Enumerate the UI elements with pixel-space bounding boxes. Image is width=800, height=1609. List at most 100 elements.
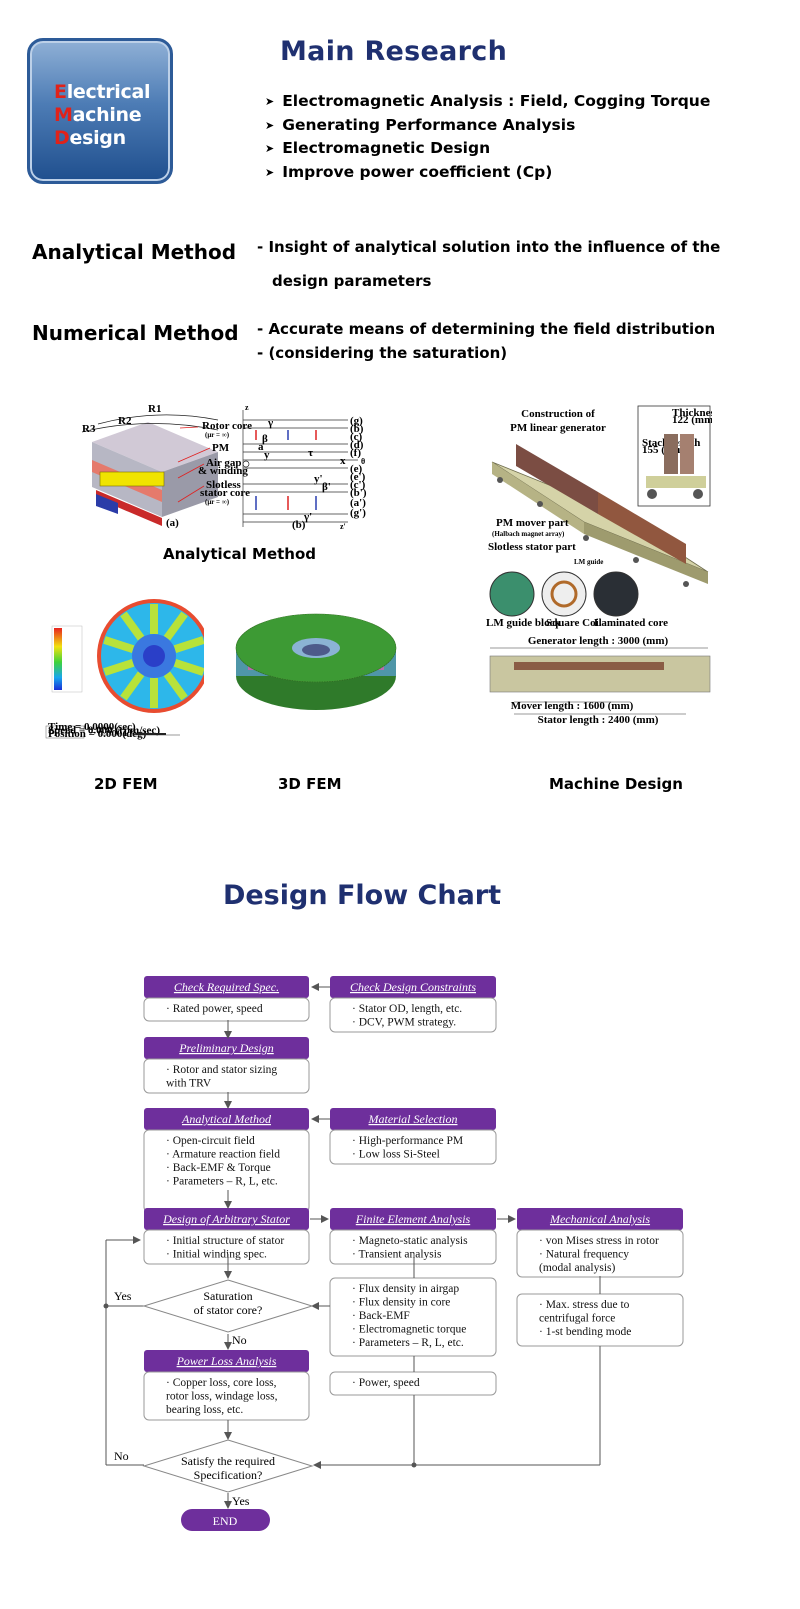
label-air-gap: Air gap (206, 457, 242, 469)
label-winding: & winding (198, 465, 248, 477)
flow-step-line: · Flux density in airgap (352, 1283, 459, 1295)
axis-symbol: γ (267, 417, 273, 429)
flow-step-line: · DCV, PWM strategy. (352, 1017, 456, 1029)
edge-label-no: No (232, 1333, 247, 1347)
flow-step-line: centrifugal force (539, 1313, 615, 1325)
research-bullet: Improve power coefficient (Cp) (265, 161, 710, 185)
flow-step-line: (modal analysis) (539, 1262, 615, 1274)
layer-label: (g) (350, 415, 363, 427)
detail-label: Square Coil (546, 617, 602, 629)
analytical-method-label: Analytical Method (32, 240, 237, 264)
flow-step-title: Check Design Constraints (350, 980, 476, 994)
flow-step-line: · Parameters – R, L, etc. (166, 1176, 278, 1188)
layer-label: (a') (350, 497, 366, 509)
flow-step-line: bearing loss, etc. (166, 1404, 243, 1416)
flow-step-line: · Copper loss, core loss, (166, 1377, 277, 1389)
dim-generator-length: Generator length : 3000 (mm) (528, 635, 669, 647)
flow-step-header (144, 1208, 309, 1230)
fem-info: Speed = 0.000 (rpm/sec) (48, 725, 160, 737)
research-bullet: Electromagnetic Analysis : Field, Coggin… (265, 90, 710, 114)
flow-step-header (330, 1208, 496, 1230)
flow-step-line: · Open-circuit field (166, 1135, 255, 1147)
caption-analytical-method: Analytical Method (163, 545, 317, 563)
research-bullet-list: Electromagnetic Analysis : Field, Coggin… (265, 90, 710, 184)
flow-step-line: · Flux density in core (352, 1297, 450, 1309)
flow-step-line: · Stator OD, length, etc. (352, 1003, 462, 1015)
fem-info: Time = 0.0000(sec) (48, 721, 136, 733)
flow-step-line: · Back-EMF (352, 1310, 410, 1322)
flow-step-body (143, 1229, 310, 1265)
numerical-method-desc-2: - (considering the saturation) (257, 344, 508, 362)
panel-label-a: (a) (166, 517, 179, 529)
part-label: (Halbach magnet array) (492, 530, 565, 538)
detail-label: LM guide block (486, 617, 561, 629)
axis-symbol: a (258, 441, 264, 453)
label-rotor-core: Rotor core (202, 420, 252, 432)
caption-machine-design: Machine Design (549, 775, 683, 793)
axis-symbol: γ' (303, 511, 312, 523)
machine-design-figure: Construction of PM linear generator Thic… (486, 405, 712, 726)
layer-label: (f) (350, 447, 361, 459)
logo-line-design: Design (54, 127, 126, 149)
flow-step-body (329, 1229, 497, 1265)
flow-step-title: Analytical Method (181, 1112, 272, 1126)
inset-label: Thickness (672, 407, 712, 419)
layer-label: (e') (350, 471, 366, 483)
flow-step-line: · Initial winding spec. (166, 1249, 267, 1261)
flow-step-body (143, 997, 310, 1022)
caption-2d-fem: 2D FEM (94, 775, 158, 793)
flow-step-line: · Initial structure of stator (166, 1235, 284, 1247)
flow-step-body (143, 1058, 310, 1094)
flow-step-line: · Electromagnetic torque (352, 1324, 466, 1336)
flow-step-line: · 1-st bending mode (539, 1326, 631, 1338)
flow-step-line: · Max. stress due to (539, 1299, 630, 1311)
flow-step-line: · Parameters – R, L, etc. (352, 1337, 464, 1349)
numerical-method-desc-1: - Accurate means of determining the fiel… (257, 320, 716, 338)
decision-spec (142, 1439, 314, 1493)
layer-label: (d) (350, 439, 364, 451)
label-stator-core: stator core (200, 487, 250, 499)
flow-step-body (329, 1129, 497, 1165)
part-label: Slotless stator part (488, 541, 576, 553)
flow-step-header (517, 1208, 683, 1230)
label-rotor-core-mu: (μr = ∞) (205, 431, 230, 439)
edge-label-no: No (114, 1449, 129, 1463)
label-slotless: Slotless (206, 479, 242, 491)
research-bullet: Generating Performance Analysis (265, 114, 710, 138)
main-research-title: Main Research (280, 36, 508, 67)
axis-symbol: x (340, 455, 346, 467)
research-bullet: Electromagnetic Design (265, 137, 710, 161)
axis-symbol: θ (361, 457, 365, 466)
flow-step-line: · Low loss Si-Steel (352, 1149, 440, 1161)
decision-saturation-line2: of stator core? (194, 1303, 263, 1317)
flow-step-line: · Rated power, speed (166, 1003, 263, 1015)
flow-step-header (330, 976, 496, 998)
fem-3d-figure (235, 613, 397, 710)
axis-symbol: z' (340, 522, 346, 531)
axis-symbol: z (245, 403, 249, 412)
design-flow-chart-title: Design Flow Chart (222, 880, 502, 911)
edge-label-yes: Yes (232, 1494, 250, 1508)
flow-step-body (329, 1277, 497, 1357)
flow-step-body (143, 1371, 310, 1421)
axis-symbol: y (264, 449, 270, 461)
radius-label-r3: R3 (82, 423, 96, 435)
flow-step-body (329, 1371, 497, 1396)
machine-title-2: PM linear generator (510, 422, 606, 434)
flow-step-line: · von Mises stress in rotor (539, 1235, 659, 1247)
radius-label-r2: R2 (118, 415, 132, 427)
layer-label: (c') (350, 479, 366, 491)
flow-step-line: · Magneto-static analysis (352, 1235, 468, 1247)
part-label: PM mover part (496, 517, 569, 529)
axis-symbol: β (262, 433, 268, 445)
radius-label-r1: R1 (148, 403, 161, 415)
layer-label: (g') (350, 507, 366, 519)
flow-step-title: Material Selection (368, 1112, 458, 1126)
flow-step-line: with TRV (166, 1078, 212, 1090)
analytical-model-figure: R3 R2 R1 (a) Rotor core (μr = ∞) PM Air … (81, 403, 367, 531)
flow-step-header (144, 1108, 309, 1130)
caption-3d-fem: 3D FEM (278, 775, 342, 793)
flow-step-title: Finite Element Analysis (355, 1212, 471, 1226)
analytical-method-desc-2: design parameters (272, 272, 432, 290)
flow-step-header (144, 1350, 309, 1372)
